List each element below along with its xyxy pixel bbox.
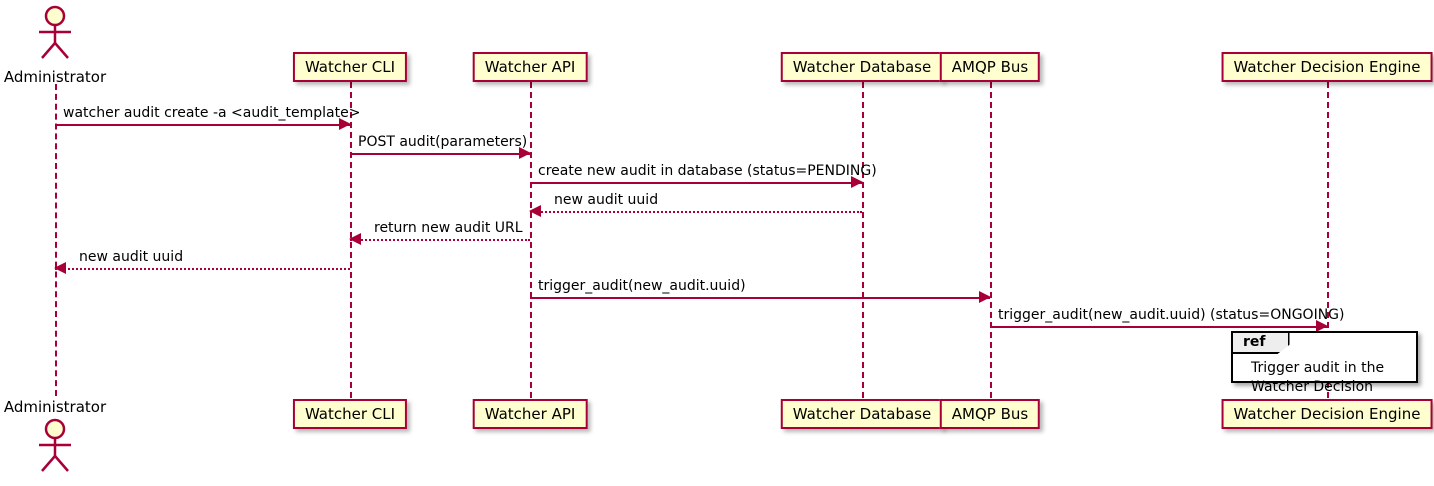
- ref-fragment-text: Trigger audit in the Watcher Decision En…: [1251, 360, 1385, 414]
- lifeline-watcher-decision-engine: [1327, 82, 1329, 398]
- participant-label: AMQP Bus: [951, 57, 1029, 76]
- participant-watcher-decision-engine-top[interactable]: Watcher Decision Engine: [1221, 52, 1433, 82]
- message-line: [530, 182, 862, 184]
- participant-label: AMQP Bus: [951, 404, 1029, 423]
- participant-label: Watcher CLI: [304, 57, 396, 76]
- message-line: [530, 297, 990, 299]
- message-label: create new audit in database (status=PEN…: [538, 163, 877, 179]
- participant-label: Watcher API: [484, 404, 576, 423]
- message-line: [350, 153, 530, 155]
- message-label: new audit uuid: [554, 192, 659, 208]
- ref-fragment: ref Trigger audit in the Watcher Decisio…: [1231, 331, 1418, 414]
- arrowhead-right-icon: [1316, 320, 1328, 332]
- lifeline-administrator: [55, 84, 57, 396]
- message-line: [55, 268, 350, 270]
- arrowhead-right-icon: [519, 147, 531, 159]
- participant-label: Watcher Decision Engine: [1233, 404, 1421, 423]
- actor-label-bottom: Administrator: [3, 398, 107, 416]
- participant-watcher-database-top[interactable]: Watcher Database: [780, 52, 944, 82]
- participant-watcher-cli-top[interactable]: Watcher CLI: [292, 52, 408, 82]
- message-label: return new audit URL: [374, 220, 523, 236]
- participant-watcher-cli-bottom[interactable]: Watcher CLI: [292, 399, 408, 429]
- participant-amqp-bus-bottom[interactable]: AMQP Bus: [939, 399, 1041, 429]
- arrowhead-left-icon: [529, 205, 541, 217]
- participant-watcher-decision-engine-bottom[interactable]: Watcher Decision Engine: [1221, 399, 1433, 429]
- participant-label: Watcher Database: [792, 404, 932, 423]
- message-line: [350, 239, 530, 241]
- arrowhead-right-icon: [339, 118, 351, 130]
- ref-fragment-keyword: ref: [1233, 333, 1290, 355]
- message-label: watcher audit create -a <audit_template>: [63, 105, 361, 121]
- message-line: [55, 124, 350, 126]
- message-line: [990, 326, 1327, 328]
- participant-label: Watcher Decision Engine: [1233, 57, 1421, 76]
- message-label: new audit uuid: [79, 249, 184, 265]
- message-line: [530, 211, 862, 213]
- participant-watcher-api-bottom[interactable]: Watcher API: [472, 399, 588, 429]
- participant-watcher-database-bottom[interactable]: Watcher Database: [780, 399, 944, 429]
- message-label: trigger_audit(new_audit.uuid): [538, 278, 746, 294]
- lifeline-watcher-api: [530, 82, 532, 398]
- arrowhead-left-icon: [349, 233, 361, 245]
- actor-administrator-bottom: [25, 417, 85, 473]
- participant-watcher-api-top[interactable]: Watcher API: [472, 52, 588, 82]
- participant-amqp-bus-top[interactable]: AMQP Bus: [939, 52, 1041, 82]
- participant-label: Watcher Database: [792, 57, 932, 76]
- lifeline-amqp-bus: [990, 82, 992, 398]
- participant-label: Watcher CLI: [304, 404, 396, 423]
- lifeline-watcher-database: [862, 82, 864, 398]
- message-label: POST audit(parameters): [358, 134, 528, 150]
- actor-administrator-top: [25, 4, 85, 60]
- actor-label-top: Administrator: [3, 68, 107, 86]
- arrowhead-left-icon: [54, 262, 66, 274]
- message-label: trigger_audit(new_audit.uuid) (status=ON…: [998, 307, 1345, 323]
- arrowhead-right-icon: [979, 291, 991, 303]
- arrowhead-right-icon: [851, 176, 863, 188]
- participant-label: Watcher API: [484, 57, 576, 76]
